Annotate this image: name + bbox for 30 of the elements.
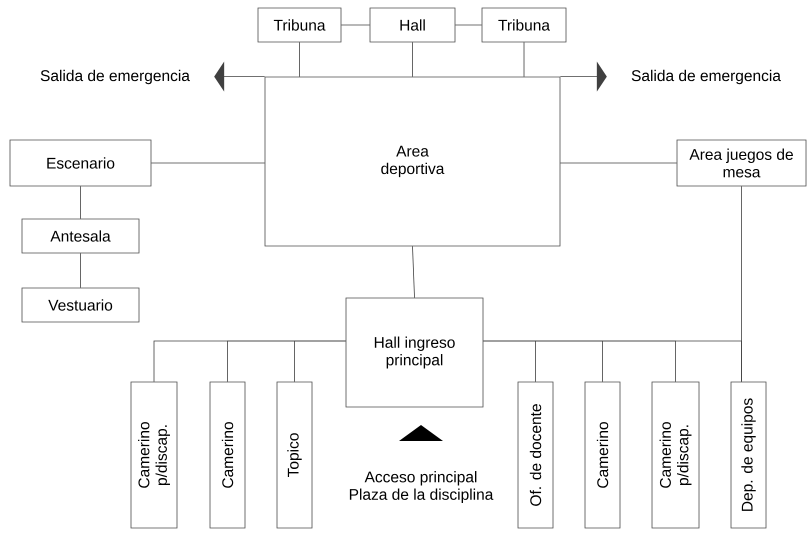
exit-label: Salida de emergencia: [40, 70, 190, 84]
room-box: Camerino: [584, 382, 620, 528]
exit-label: Salida de emergencia: [632, 70, 781, 84]
room-box: Vestuario: [22, 288, 140, 322]
room-box: Of. de docente: [518, 382, 554, 528]
room-box: Escenario: [10, 140, 152, 186]
connector-line: [294, 340, 346, 382]
area-box: Area deportiva: [264, 76, 560, 246]
room-box: Camerino p/discap.: [652, 382, 700, 528]
room-box: Antesala: [22, 218, 140, 254]
room-box: Area juegos de mesa: [676, 140, 806, 186]
room-box: Tribuna: [482, 8, 566, 42]
room-box: Camerino p/discap.: [130, 382, 178, 528]
connector-line: [341, 24, 370, 26]
room-box: Hall: [370, 8, 456, 42]
room-box: Tribuna: [258, 8, 342, 42]
connector-line: [741, 186, 742, 382]
connector-line: [412, 246, 415, 298]
connector-line: [151, 162, 265, 164]
room-box: Camerino: [210, 382, 246, 528]
connector-line: [412, 42, 413, 77]
connector-line: [80, 186, 81, 219]
connector-line: [455, 24, 482, 26]
room-box: Dep. de equipos: [730, 382, 766, 528]
entrance-label: Acceso principal Plaza de la disciplina: [350, 471, 494, 503]
connector-line: [560, 162, 677, 164]
connector-line: [299, 42, 300, 77]
hall-box: Hall ingreso principal: [346, 298, 484, 408]
room-box: Topico: [276, 382, 312, 528]
connector-line: [80, 253, 81, 288]
